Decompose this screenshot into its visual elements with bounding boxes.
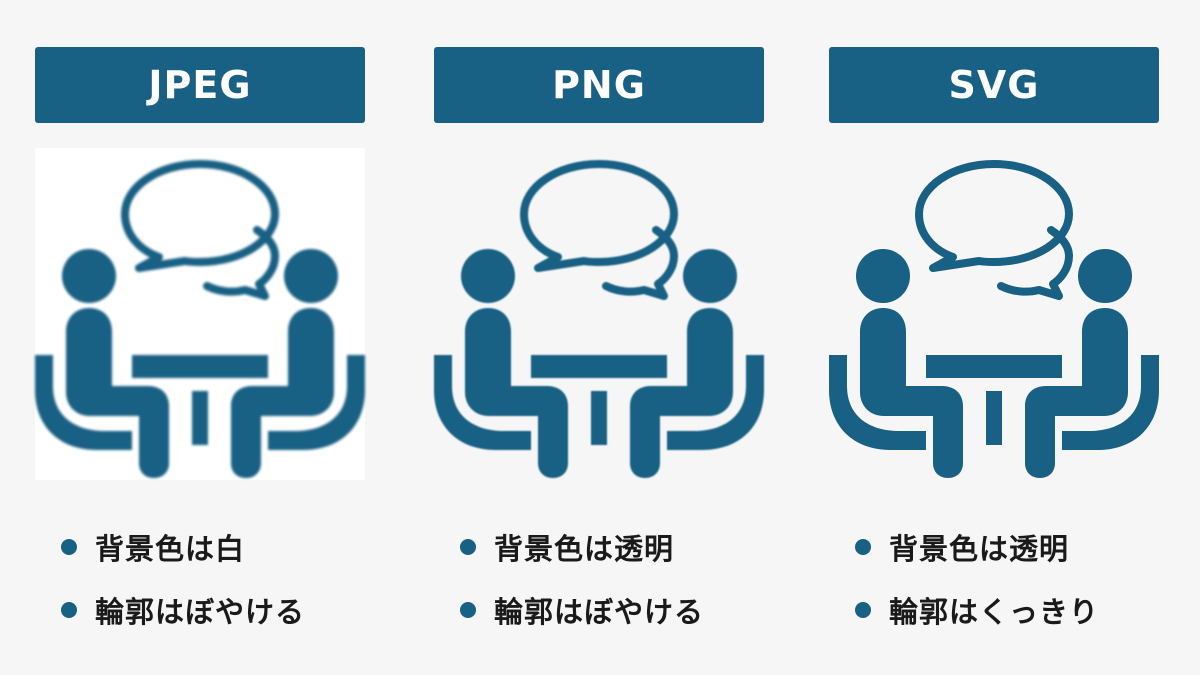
bullet-item: 輪郭はぼやける bbox=[61, 585, 305, 635]
bullet-dot-icon bbox=[460, 602, 476, 618]
meeting-icon-box bbox=[434, 148, 764, 480]
bullet-text: 背景色は透明 bbox=[494, 532, 675, 566]
bullet-dot-icon bbox=[61, 539, 77, 555]
format-header: PNG bbox=[434, 47, 764, 123]
bullet-text: 背景色は透明 bbox=[889, 532, 1070, 566]
meeting-icon bbox=[434, 148, 764, 480]
bullet-dot-icon bbox=[855, 539, 871, 555]
bullet-item: 輪郭はくっきり bbox=[855, 585, 1099, 635]
bullet-item: 背景色は白 bbox=[61, 522, 305, 572]
bullet-text: 輪郭はくっきり bbox=[889, 595, 1100, 629]
bullet-list: 背景色は透明 輪郭はぼやける bbox=[460, 522, 704, 648]
meeting-icon bbox=[829, 148, 1159, 480]
format-header: JPEG bbox=[35, 47, 365, 123]
bullet-dot-icon bbox=[460, 539, 476, 555]
meeting-icon-box bbox=[829, 148, 1159, 480]
bullet-dot-icon bbox=[855, 602, 871, 618]
bullet-text: 輪郭はぼやける bbox=[494, 595, 705, 629]
bullet-text: 輪郭はぼやける bbox=[95, 595, 306, 629]
column-jpeg: JPEG 背景色は白 輪郭はぼやける bbox=[35, 0, 365, 675]
bullet-item: 背景色は透明 bbox=[855, 522, 1099, 572]
bullet-list: 背景色は白 輪郭はぼやける bbox=[61, 522, 305, 648]
bullet-dot-icon bbox=[61, 602, 77, 618]
bullet-list: 背景色は透明 輪郭はくっきり bbox=[855, 522, 1099, 648]
column-png: PNG 背景色は透明 輪郭はぼやける bbox=[434, 0, 764, 675]
bullet-text: 背景色は白 bbox=[95, 532, 246, 566]
meeting-icon-box bbox=[35, 148, 365, 480]
column-svg: SVG 背景色は透明 輪郭はくっきり bbox=[829, 0, 1159, 675]
meeting-icon bbox=[35, 148, 365, 480]
bullet-item: 背景色は透明 bbox=[460, 522, 704, 572]
format-header: SVG bbox=[829, 47, 1159, 123]
bullet-item: 輪郭はぼやける bbox=[460, 585, 704, 635]
